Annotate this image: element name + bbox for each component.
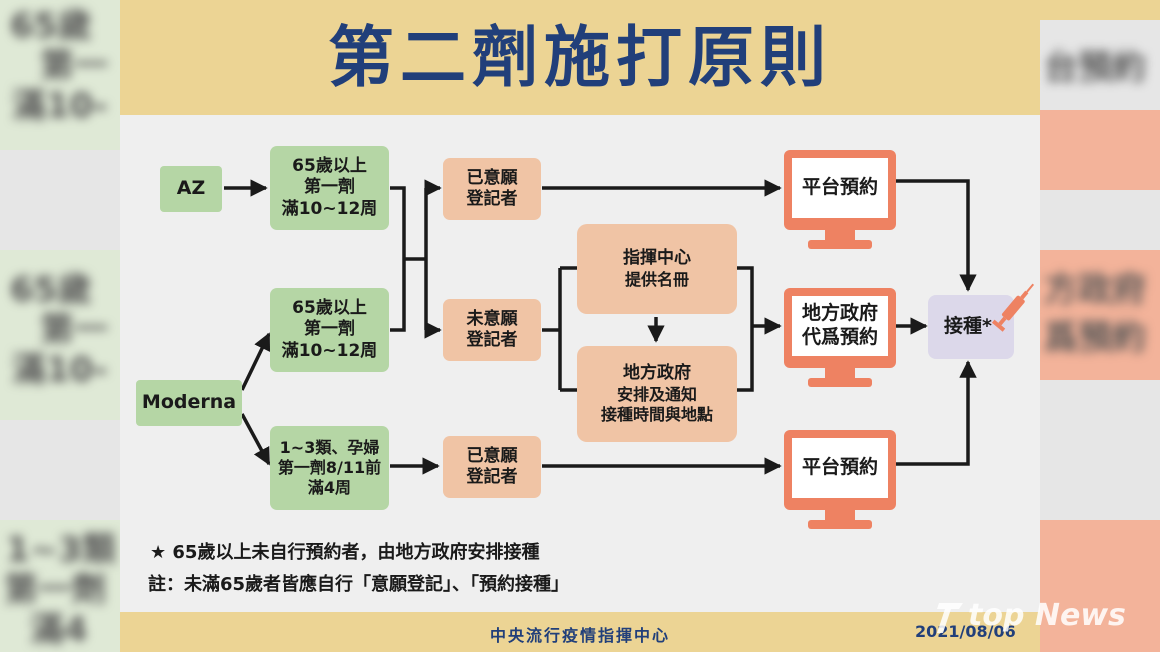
local-gov-node: 地方政府 安排及通知 接種時間與地點 [577, 346, 737, 442]
group-line: 第一劑 [304, 319, 355, 340]
platform-label: 平台預約 [801, 456, 878, 479]
blurred-text: 65歲 [10, 6, 92, 46]
arrow-moderna-to-group2 [240, 413, 271, 466]
vaccinate-label-box: 接種* [928, 295, 1008, 359]
command-center-node: 指揮中心 提供名冊 [577, 224, 737, 314]
willing-line: 已意願 [466, 167, 518, 188]
remark-note: 註：未滿65歲者皆應自行「意願登記」、「預約接種」 [148, 574, 570, 595]
local-booking-line: 代爲預約 [801, 326, 878, 348]
blurred-text: 第一劑 [4, 570, 106, 610]
star-note: ★ 65歲以上未自行預約者，由地方政府安排接種 [150, 542, 540, 563]
left-blurred-background: 65歲 第一 滿10- 65歲 第一 滿10- 1~3類 第一劑 滿4 [0, 0, 120, 652]
local-line: 地方政府 [623, 363, 691, 384]
blurred-text: 滿4 [30, 610, 88, 650]
willing-bottom-node: 已意願 登記者 [443, 436, 541, 498]
watermark-logo-icon [937, 603, 963, 633]
az-group-node: 65歲以上 第一劑 滿10~12周 [270, 146, 389, 230]
blurred-text: 65歲 [10, 270, 92, 310]
local-line: 安排及通知 [616, 384, 697, 404]
command-line: 指揮中心 [623, 248, 691, 269]
group-line: 滿10~12周 [281, 340, 378, 361]
arrow-platform-bottom-to-vaccinate [896, 360, 977, 466]
arrow-moderna-to-group1 [240, 332, 271, 391]
willing-top-node: 已意願 登記者 [443, 158, 541, 220]
vaccinate-label: 接種* [944, 315, 992, 338]
platform-booking-bottom-label: 平台預約 [792, 438, 888, 498]
blurred-text: 1~3類 [6, 530, 116, 570]
unwilling-line: 未意願 [466, 308, 518, 329]
unwilling-node: 未意願 登記者 [443, 299, 541, 361]
vaccinate-box [928, 295, 1014, 359]
blurred-text: 第一 [40, 310, 108, 350]
willing-line: 已意願 [466, 445, 518, 466]
blurred-text: 第一 [40, 46, 108, 86]
willing-line: 登記者 [466, 189, 518, 209]
bracket-to-local-booking [737, 266, 754, 392]
moderna-label: Moderna [141, 391, 237, 414]
group-line: 滿10~12周 [281, 198, 378, 219]
az-label: AZ [176, 177, 206, 200]
group-line: 65歲以上 [292, 298, 367, 319]
willing-line: 登記者 [466, 467, 518, 487]
az-node: AZ [160, 166, 222, 212]
group-line: 1~3類、孕婦 [279, 438, 380, 457]
local-booking-line: 地方政府 [801, 302, 878, 325]
blurred-text: 滿10- [12, 350, 108, 390]
right-blurred-background: 台預約 方政府 爲預約 [1040, 0, 1160, 652]
moderna-node: Moderna [136, 380, 242, 426]
page-title: 第二劑施打原則 [328, 19, 832, 96]
local-line: 接種時間與地點 [600, 404, 713, 424]
blurred-text: 台預約 [1044, 48, 1146, 88]
footer-bar: 中央流行疫情指揮中心 2021/08/06 [120, 612, 1040, 652]
blurred-text: 方政府 [1044, 270, 1146, 310]
platform-booking-top-label: 平台預約 [792, 158, 888, 218]
group-line: 65歲以上 [292, 156, 367, 177]
watermark-text: top News [968, 598, 1126, 633]
group-line: 滿4周 [307, 478, 352, 497]
unwilling-line: 登記者 [466, 330, 518, 350]
blurred-text: 爲預約 [1044, 318, 1146, 358]
blurred-text: 滿10- [12, 86, 108, 126]
syringe-icon [991, 283, 1035, 332]
bracket-65-groups [390, 186, 406, 332]
local-booking-label: 地方政府 代爲預約 [792, 296, 888, 356]
command-line: 提供名冊 [624, 269, 689, 289]
moderna-group2-node: 1~3類、孕婦 第一劑8/11前 滿4周 [270, 426, 389, 510]
arrow-platform-top-to-vaccinate [896, 179, 977, 292]
platform-label: 平台預約 [801, 176, 878, 199]
group-line: 第一劑 [304, 177, 355, 198]
group-line: 第一劑8/11前 [277, 458, 382, 477]
title-bar: 第二劑施打原則 [120, 0, 1040, 115]
footer-org: 中央流行疫情指揮中心 [489, 626, 670, 645]
slide: 第二劑施打原則 [120, 0, 1040, 652]
moderna-group1-node: 65歲以上 第一劑 滿10~12周 [270, 288, 389, 372]
